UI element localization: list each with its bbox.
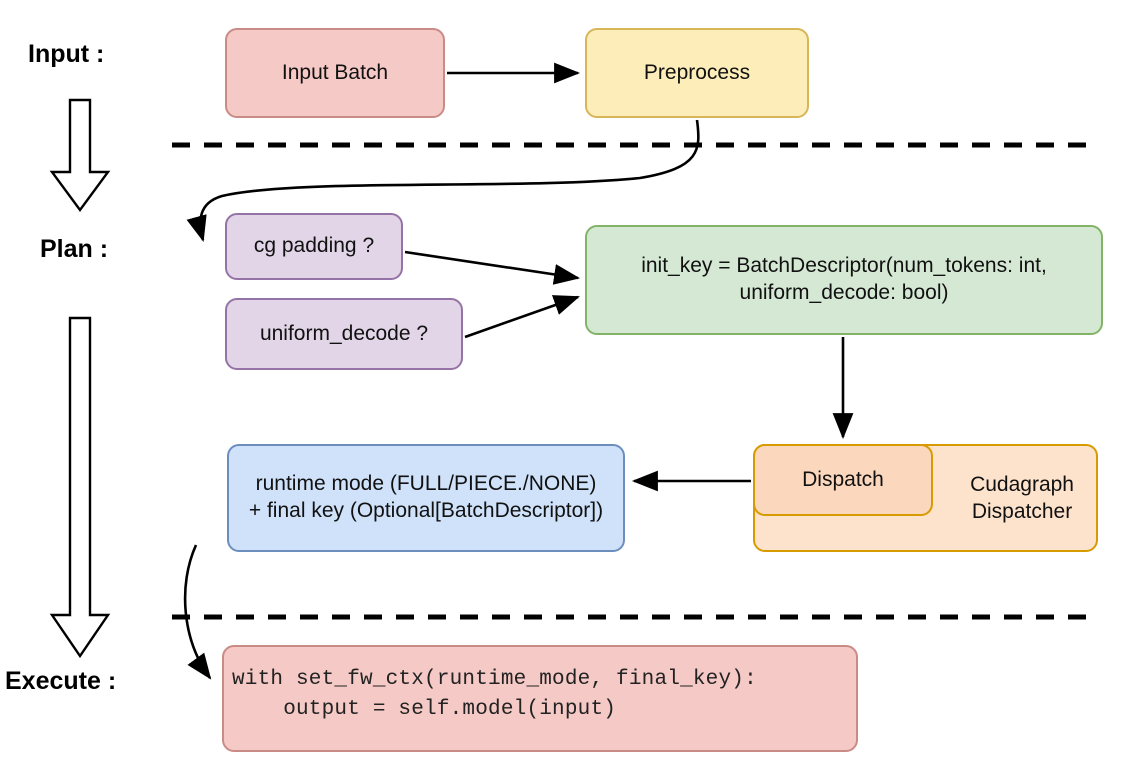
node-input-batch[interactable]: Input Batch <box>225 28 445 118</box>
stage-label-plan: Plan : <box>40 235 109 263</box>
edge-runtime-mode-to-execute-code <box>183 544 212 680</box>
execute-code-line1: with set_fw_ctx(runtime_mode, final_key)… <box>232 668 757 691</box>
stage-arrow-plan-to-execute <box>49 316 111 659</box>
node-init-key-line2: uniform_decode: bool) <box>739 281 949 304</box>
edge-cg-padding-to-init-key <box>404 250 581 285</box>
node-uniform-decode[interactable]: uniform_decode ? <box>225 298 463 370</box>
node-cg-padding[interactable]: cg padding ? <box>225 213 403 280</box>
node-preprocess[interactable]: Preprocess <box>585 28 809 118</box>
node-dispatch[interactable]: Dispatch <box>753 444 933 516</box>
edge-uniform-decode-to-init-key <box>464 295 580 339</box>
node-execute-code[interactable]: with set_fw_ctx(runtime_mode, final_key)… <box>222 645 858 752</box>
execute-code-line2: output = self.model(input) <box>232 698 617 722</box>
stage-arrow-input-to-plan <box>49 98 111 213</box>
node-runtime-mode[interactable]: runtime mode (FULL/PIECE./NONE) + final … <box>227 444 625 552</box>
stage-label-input: Input : <box>28 40 105 68</box>
node-init-key[interactable]: init_key = BatchDescriptor(num_tokens: i… <box>585 225 1103 335</box>
node-runtime-mode-line1: runtime mode (FULL/PIECE./NONE) <box>255 472 597 496</box>
stage-label-execute: Execute : <box>5 667 117 695</box>
node-init-key-line1: init_key = BatchDescriptor(num_tokens: i… <box>641 254 1047 278</box>
node-runtime-mode-line2: + final key (Optional[BatchDescriptor]) <box>248 499 604 522</box>
